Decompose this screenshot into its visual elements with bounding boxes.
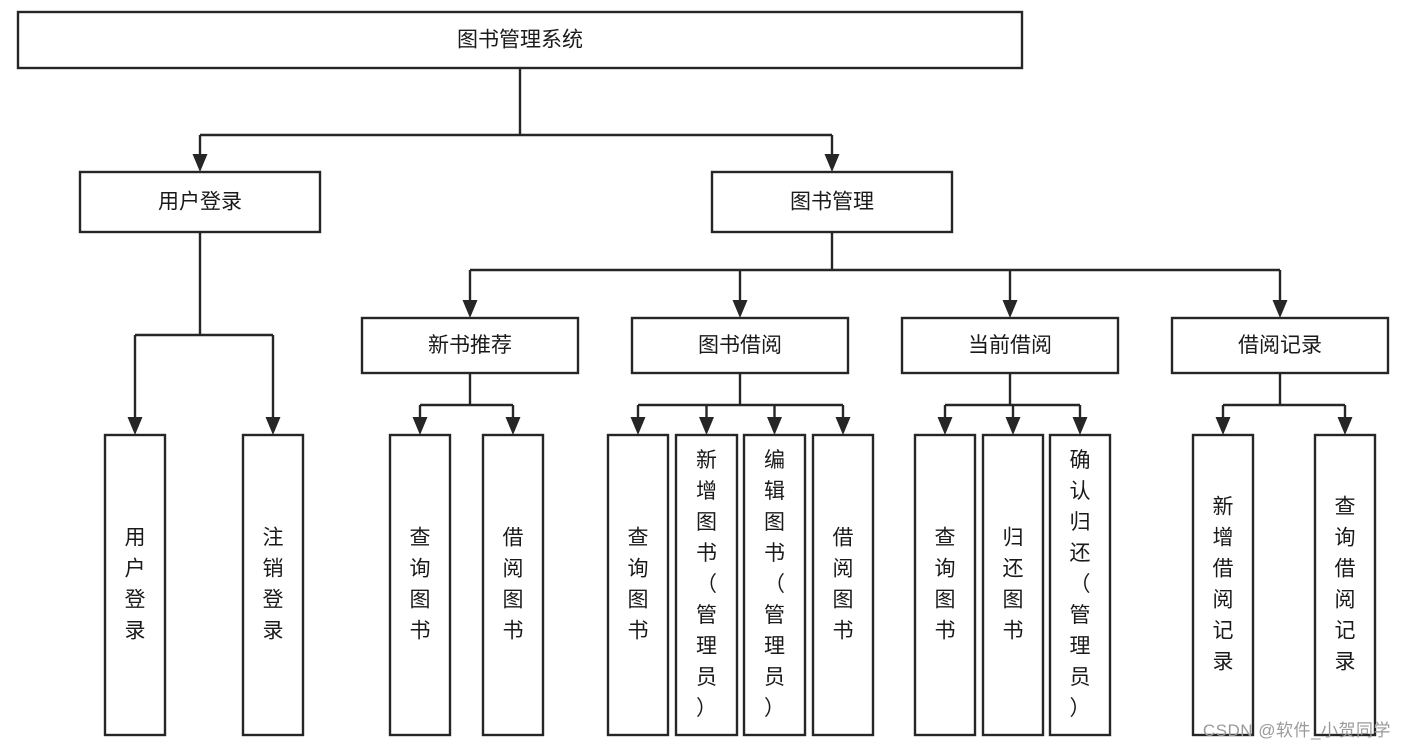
node-box[interactable] — [742, 433, 807, 737]
arrow-head — [1215, 417, 1231, 435]
arrow-head — [937, 417, 953, 435]
node-label: 借阅图书 — [503, 527, 524, 643]
node-box[interactable] — [103, 433, 167, 737]
node-label: 查询图书 — [410, 527, 431, 643]
arrow-head — [824, 154, 840, 172]
node-layer: 图书管理系统用户登录图书管理新书推荐图书借阅当前借阅借阅记录用户登录注销登录查询… — [16, 10, 1390, 737]
arrow-head — [462, 300, 478, 318]
connector-group-newbook — [412, 373, 521, 435]
node-label: 新增借阅记录 — [1213, 496, 1234, 674]
node-leaf-new-query[interactable]: 查询图书 — [388, 433, 452, 737]
node-box[interactable] — [981, 433, 1045, 737]
node-box[interactable] — [900, 316, 1120, 375]
node-label: 借阅记录 — [1238, 334, 1322, 357]
node-leaf-borrow-add[interactable]: 新增图书（管理员） — [674, 433, 739, 737]
arrow-head — [835, 417, 851, 435]
node-label: 图书借阅 — [698, 334, 782, 357]
node-label: 借阅图书 — [833, 527, 854, 643]
node-box[interactable] — [360, 316, 580, 375]
node-box[interactable] — [1313, 433, 1377, 737]
node-label: 图书管理 — [790, 191, 874, 214]
node-leaf-borrow-lend[interactable]: 借阅图书 — [811, 433, 875, 737]
node-root[interactable]: 图书管理系统 — [16, 10, 1024, 70]
node-label: 图书管理系统 — [457, 29, 583, 52]
arrow-head — [412, 417, 428, 435]
node-label: 查询图书 — [935, 527, 956, 643]
node-label: 确认归还（管理员） — [1070, 449, 1091, 720]
arrow-head — [767, 417, 782, 435]
connector-layer — [127, 68, 1353, 435]
csdn-watermark: CSDN @软件_小贺同学 — [1202, 721, 1391, 740]
arrow-head — [630, 417, 646, 435]
node-leaf-borrow-query[interactable]: 查询图书 — [606, 433, 670, 737]
node-leaf-current-confirm[interactable]: 确认归还（管理员） — [1048, 433, 1112, 737]
node-leaf-current-query[interactable]: 查询图书 — [913, 433, 977, 737]
node-label: 查询借阅记录 — [1335, 496, 1356, 674]
node-box[interactable] — [606, 433, 670, 737]
node-box[interactable] — [16, 10, 1024, 70]
arrow-head — [1005, 417, 1021, 435]
arrow-head — [1072, 417, 1088, 435]
node-box[interactable] — [481, 433, 545, 737]
node-leaf-user-logout[interactable]: 注销登录 — [241, 433, 305, 737]
node-records[interactable]: 借阅记录 — [1170, 316, 1390, 375]
node-borrow[interactable]: 图书借阅 — [630, 316, 850, 375]
node-box[interactable] — [710, 170, 954, 234]
node-newbook[interactable]: 新书推荐 — [360, 316, 580, 375]
arrow-head — [192, 154, 208, 172]
node-bookmgmt[interactable]: 图书管理 — [710, 170, 954, 234]
node-label: 查询图书 — [628, 527, 649, 643]
node-leaf-user-login[interactable]: 用户登录 — [103, 433, 167, 737]
connector-group-root — [192, 68, 840, 172]
node-label: 用户登录 — [158, 191, 242, 214]
node-leaf-borrow-edit[interactable]: 编辑图书（管理员） — [742, 433, 807, 737]
connector-group-bookmgmt — [462, 232, 1288, 318]
arrow-head — [1337, 417, 1353, 435]
node-leaf-record-query[interactable]: 查询借阅记录 — [1313, 433, 1377, 737]
node-label: 编辑图书（管理员） — [764, 449, 785, 720]
connector-group-records — [1215, 373, 1353, 435]
node-leaf-current-return[interactable]: 归还图书 — [981, 433, 1045, 737]
node-leaf-new-borrow[interactable]: 借阅图书 — [481, 433, 545, 737]
connector-group-login — [127, 232, 281, 435]
arrow-head — [732, 300, 748, 318]
arrow-head — [127, 417, 143, 435]
node-box[interactable] — [630, 316, 850, 375]
node-login[interactable]: 用户登录 — [78, 170, 322, 234]
node-box[interactable] — [1170, 316, 1390, 375]
arrow-head — [265, 417, 281, 435]
connector-group-borrow — [630, 373, 851, 435]
node-box[interactable] — [78, 170, 322, 234]
node-box[interactable] — [1048, 433, 1112, 737]
node-label: 归还图书 — [1003, 527, 1024, 643]
node-box[interactable] — [1191, 433, 1255, 737]
node-label: 用户登录 — [125, 527, 146, 643]
node-box[interactable] — [811, 433, 875, 737]
node-label: 当前借阅 — [968, 334, 1052, 357]
node-box[interactable] — [913, 433, 977, 737]
arrow-head — [505, 417, 521, 435]
node-box[interactable] — [241, 433, 305, 737]
node-leaf-record-add[interactable]: 新增借阅记录 — [1191, 433, 1255, 737]
node-box[interactable] — [388, 433, 452, 737]
node-label: 新增图书（管理员） — [696, 449, 717, 720]
node-label: 注销登录 — [263, 527, 284, 643]
arrow-head — [1272, 300, 1288, 318]
node-current[interactable]: 当前借阅 — [900, 316, 1120, 375]
arrow-head — [699, 417, 714, 435]
node-box[interactable] — [674, 433, 739, 737]
arrow-head — [1002, 300, 1018, 318]
connector-group-current — [937, 373, 1088, 435]
node-label: 新书推荐 — [428, 334, 512, 357]
